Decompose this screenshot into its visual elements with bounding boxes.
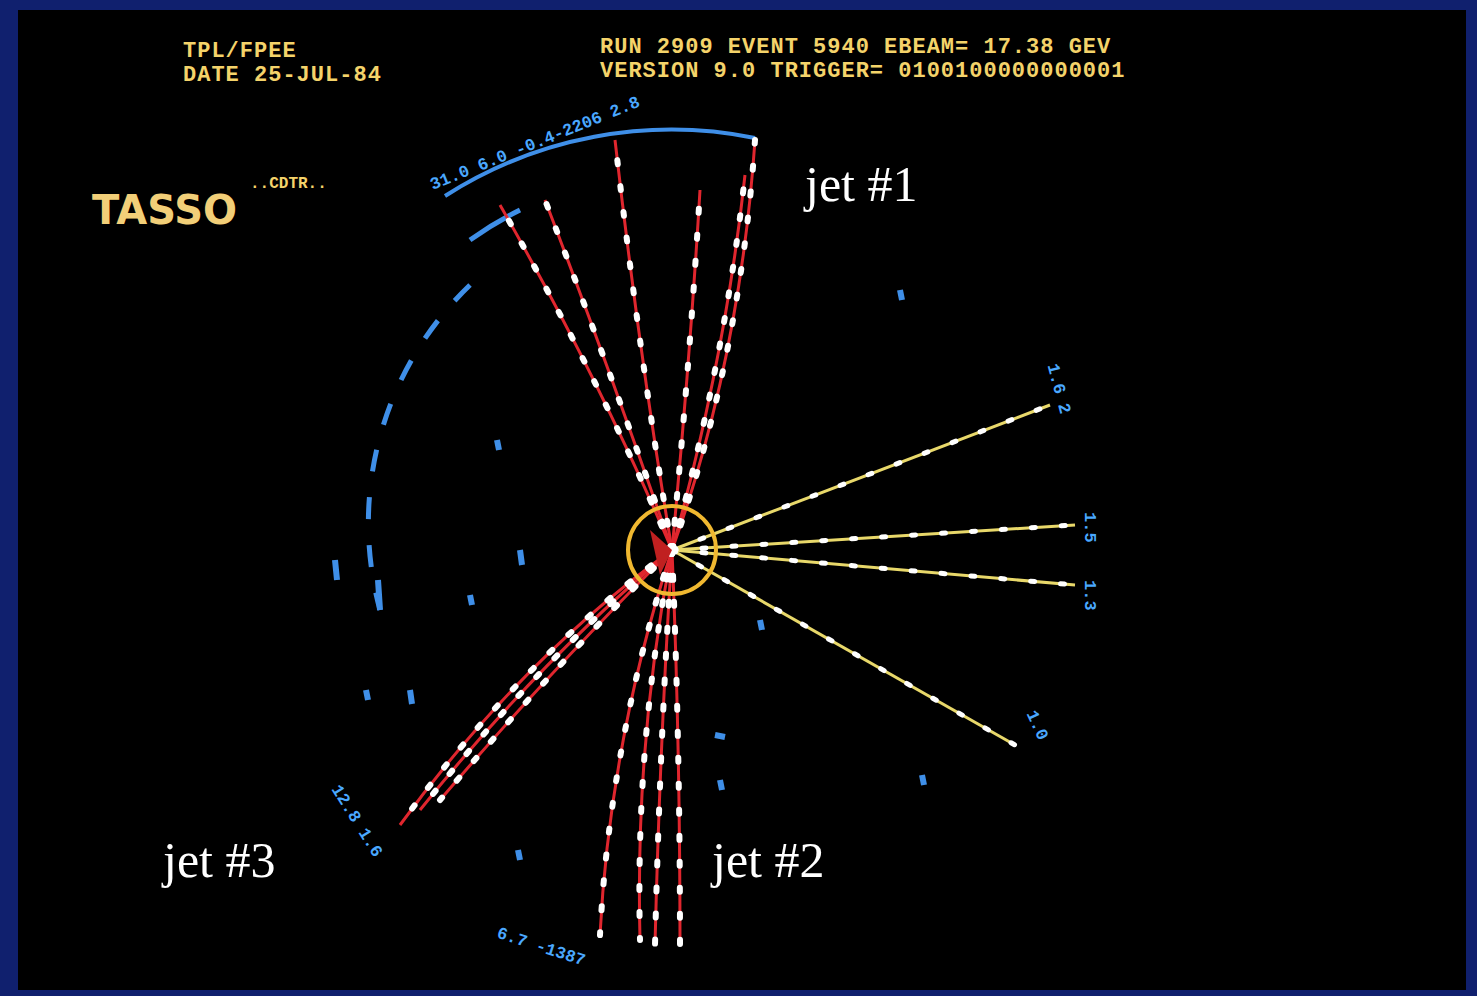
track-value: 1.3 <box>1079 580 1098 611</box>
chamber-outline <box>335 130 924 860</box>
detector-tag: ..CDTR.. <box>250 176 327 194</box>
track-hits <box>672 405 1075 745</box>
experiment-name: TASSO <box>92 188 237 232</box>
hit-marks <box>335 290 924 860</box>
beam-pipe-circle <box>628 506 716 594</box>
jet-label: jet #2 <box>712 833 824 888</box>
crt-screen <box>18 10 1466 990</box>
header-text: RUN 2909 EVENT 5940 EBEAM= 17.38 GEV <box>600 36 1111 60</box>
track-hits <box>400 140 755 945</box>
tracks-yellow <box>672 405 1075 745</box>
jet-label: jet #1 <box>805 157 917 212</box>
vertex-fill <box>650 530 672 575</box>
track-value: 1.5 <box>1079 512 1098 543</box>
inner-arc <box>368 285 470 610</box>
jet-tracks-red <box>400 140 755 945</box>
header-text: VERSION 9.0 TRIGGER= 0100100000000001 <box>600 60 1125 84</box>
jet-label: jet #3 <box>163 833 275 888</box>
header-text: DATE 25-JUL-84 <box>183 64 382 88</box>
header-text: TPL/FPEE <box>183 40 297 64</box>
